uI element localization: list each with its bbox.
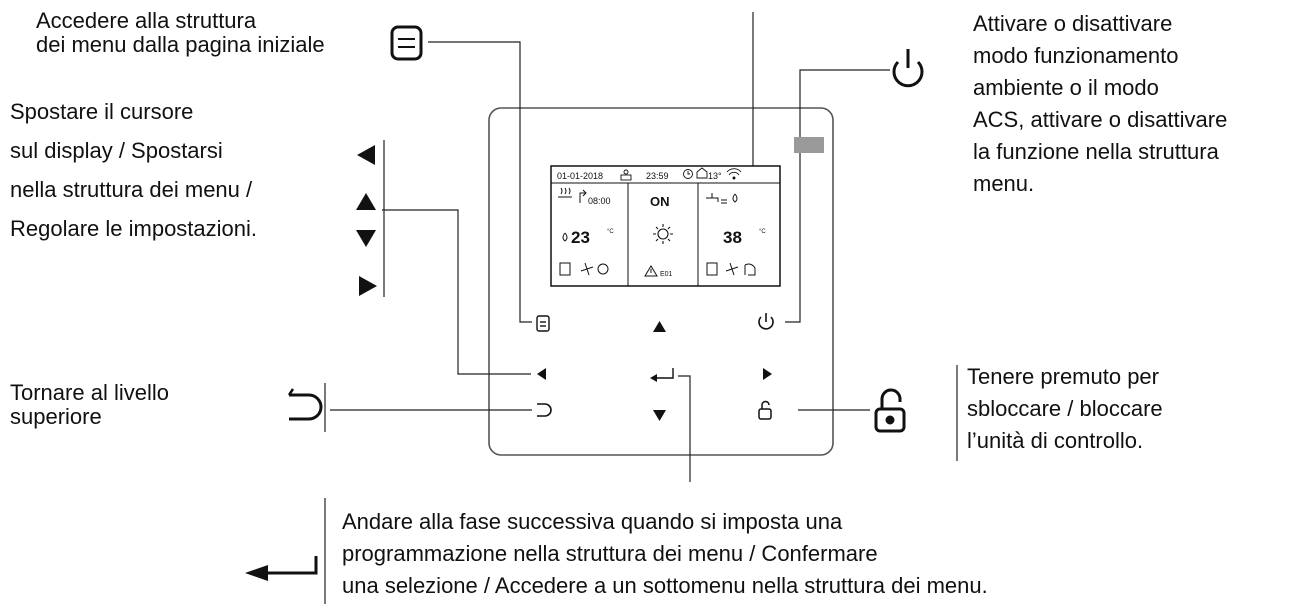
lock-text: Tenere premuto per sbloccare / bloccare … <box>967 361 1163 457</box>
display-outdoor-temp: 13° <box>708 171 722 181</box>
sun-icon <box>653 224 673 244</box>
display-zone-unit: °C <box>607 229 614 235</box>
arrow-right-callout-icon <box>359 276 377 296</box>
display-timer-time: 08:00 <box>588 196 611 206</box>
network-icon <box>620 169 632 181</box>
cursor-line-1: Spostare il cursore <box>10 99 194 124</box>
arrow-left-callout-icon <box>357 145 375 165</box>
flame-icon <box>597 263 609 275</box>
display-time: 23:59 <box>646 171 669 181</box>
enter-button[interactable] <box>650 368 674 382</box>
right-button[interactable] <box>763 368 772 380</box>
down-button[interactable] <box>653 410 666 421</box>
enter-connector-line <box>678 375 691 482</box>
cursor-line-2: sul display / Spostarsi <box>10 138 223 163</box>
power-line-1: Attivare o disattivare <box>973 11 1173 36</box>
power-button[interactable] <box>758 313 774 330</box>
menu-callout-icon <box>390 25 423 61</box>
display-dhw-unit: °C <box>759 229 766 235</box>
power-line-5: la funzione nella struttura <box>973 139 1219 164</box>
display-mode-status: ON <box>650 194 670 209</box>
back-line-2: superiore <box>10 404 102 429</box>
menu-access-text: Accedere alla struttura dei menu dalla p… <box>36 9 325 57</box>
display-dhw-temp: 38 <box>723 228 742 247</box>
speaker-grille <box>794 137 824 153</box>
dhw-drop-icon <box>732 193 738 203</box>
dhw-pump-icon <box>706 262 718 276</box>
pump-icon <box>559 262 571 276</box>
left-button[interactable] <box>537 368 546 380</box>
back-callout-icon <box>287 388 323 421</box>
lock-callout-icon <box>874 388 906 433</box>
menu-access-line-1: Accedere alla struttura <box>36 8 257 33</box>
enter-text: Andare alla fase successiva quando si im… <box>342 506 988 602</box>
wifi-icon <box>726 168 742 180</box>
home-icon <box>696 167 708 179</box>
dhw-fan-icon <box>725 262 739 276</box>
power-line-6: menu. <box>973 171 1035 196</box>
power-line-4: ACS, attivare o disattivare <box>973 107 1228 132</box>
power-text: Attivare o disattivare modo funzionament… <box>973 8 1227 200</box>
power-callout-icon <box>892 49 924 88</box>
up-button[interactable] <box>653 321 666 332</box>
menu-access-line-2: dei menu dalla pagina iniziale <box>36 32 325 57</box>
heating-icon <box>558 187 572 198</box>
enter-callout-icon <box>245 556 318 581</box>
tank-heater-icon <box>744 263 756 276</box>
enter-line-2: programmazione nella struttura dei menu … <box>342 541 878 566</box>
menu-connector-line <box>428 41 532 323</box>
display-zone-temp: 23 <box>571 228 590 247</box>
power-line-2: modo funzionamento <box>973 43 1179 68</box>
enter-line-3: una selezione / Accedere a un sottomenu … <box>342 573 988 598</box>
display-screen: 01-01-2018 23:59 13° 08:00 23 °C <box>550 165 781 287</box>
lock-button[interactable] <box>758 400 772 420</box>
water-drop-icon <box>562 232 568 242</box>
cursor-text: Spostare il cursore sul display / Sposta… <box>10 92 257 248</box>
power-connector-line <box>785 69 890 323</box>
fan-icon <box>580 262 594 276</box>
lock-line-2: sbloccare / bloccare <box>967 396 1163 421</box>
cursor-line-4: Regolare le impostazioni. <box>10 216 258 241</box>
cursor-line-3: nella struttura dei menu / <box>10 177 253 202</box>
back-line-1: Tornare al livello <box>10 380 169 405</box>
back-button[interactable] <box>537 403 552 417</box>
tap-icon <box>706 193 727 204</box>
arrow-up-callout-icon <box>356 193 376 210</box>
display-error-code: E01 <box>660 271 673 278</box>
back-text: Tornare al livello superiore <box>10 381 169 429</box>
power-line-3: ambiente o il modo <box>973 75 1159 100</box>
speaker-grille-dots <box>794 137 824 153</box>
arrow-down-callout-icon <box>356 230 376 247</box>
warning-icon <box>644 265 658 277</box>
clock-icon <box>683 169 693 179</box>
menu-button[interactable] <box>536 315 550 332</box>
lock-line-3: l’unità di controllo. <box>967 428 1144 453</box>
cursor-connector-line <box>382 209 531 375</box>
timer-icon <box>579 189 587 203</box>
display-date: 01-01-2018 <box>557 171 603 181</box>
enter-line-1: Andare alla fase successiva quando si im… <box>342 509 843 534</box>
controller-panel <box>488 107 834 456</box>
lock-line-1: Tenere premuto per <box>967 364 1159 389</box>
